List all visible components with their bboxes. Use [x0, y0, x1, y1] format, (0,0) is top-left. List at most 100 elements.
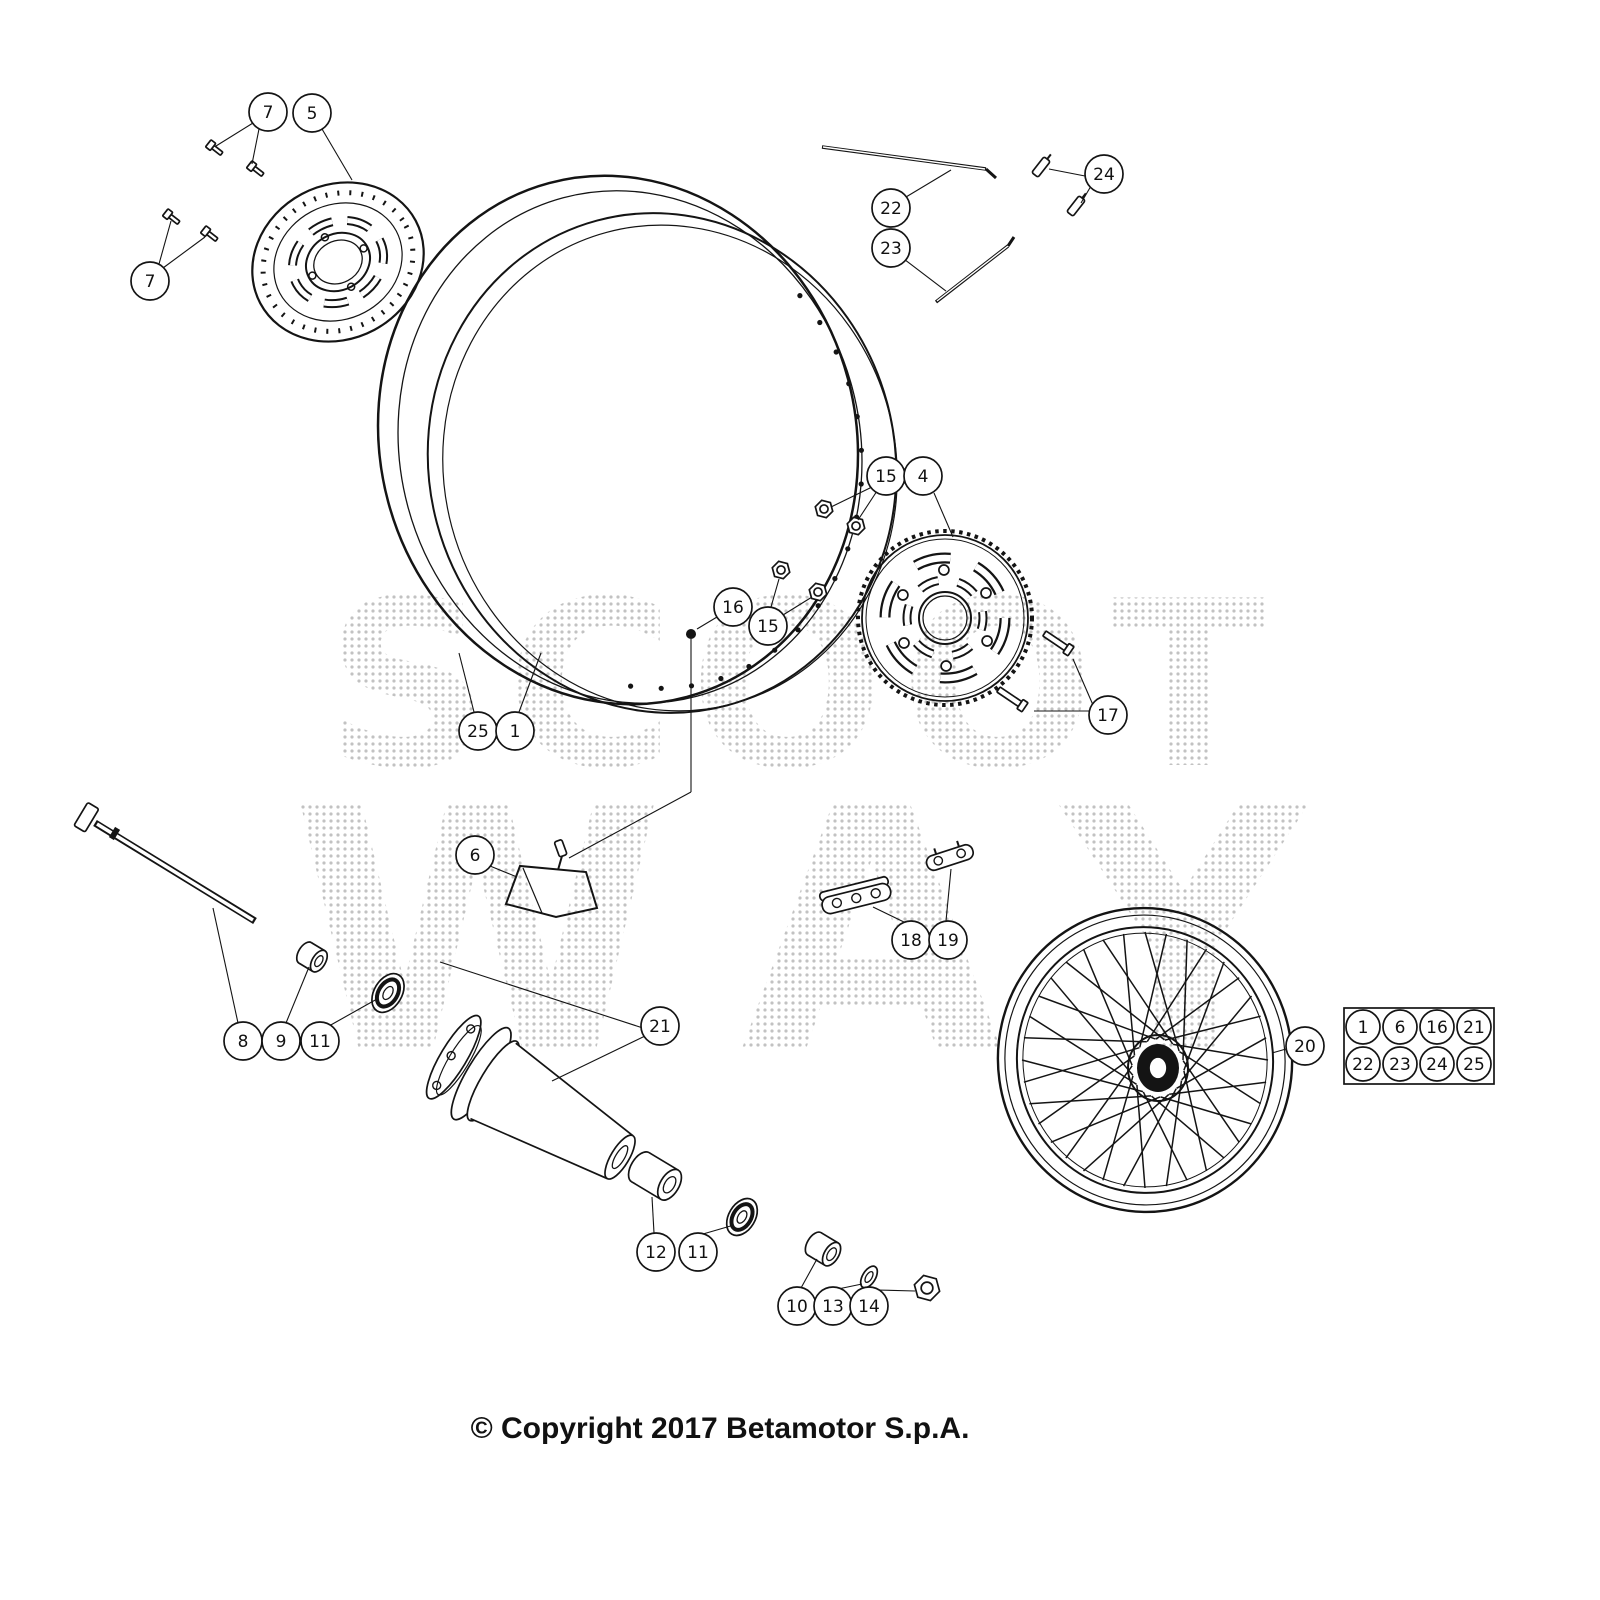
callout-13[interactable]: 13 [813, 1286, 853, 1326]
spacer-part [627, 1151, 683, 1201]
nut-icon [814, 499, 834, 519]
callout-7[interactable]: 7 [248, 92, 288, 132]
brake-disc-part [251, 181, 425, 343]
wheel-rim-part [376, 174, 898, 714]
svg-text:23: 23 [1389, 1055, 1411, 1075]
callout-19[interactable]: 19 [928, 920, 968, 960]
callout-15[interactable]: 15 [748, 606, 788, 646]
svg-text:14: 14 [858, 1297, 880, 1317]
bolt-icon [996, 686, 1029, 713]
svg-text:10: 10 [786, 1297, 808, 1317]
svg-text:22: 22 [880, 199, 902, 219]
callout-24[interactable]: 24 [1084, 154, 1124, 194]
svg-text:15: 15 [757, 617, 779, 637]
callout-18[interactable]: 18 [891, 920, 931, 960]
spacer-part [804, 1231, 842, 1267]
svg-text:25: 25 [1463, 1055, 1485, 1075]
spoke-23-part [934, 236, 1016, 304]
spoke-nipple-icon [1031, 153, 1052, 178]
bolt-icon [246, 160, 265, 177]
svg-text:16: 16 [1426, 1018, 1448, 1038]
callout-10[interactable]: 10 [777, 1286, 817, 1326]
callout-9[interactable]: 9 [261, 1021, 301, 1061]
svg-text:17: 17 [1097, 706, 1119, 726]
callout-22[interactable]: 22 [871, 188, 911, 228]
bolt-icon [162, 208, 181, 225]
callout-6[interactable]: 6 [455, 835, 495, 875]
callout-17[interactable]: 17 [1088, 695, 1128, 735]
callout-1[interactable]: 1 [495, 711, 535, 751]
bolt-icon [1042, 630, 1075, 657]
svg-text:4: 4 [918, 467, 929, 487]
axle-part [73, 802, 257, 924]
svg-text:7: 7 [145, 272, 156, 292]
callout-15[interactable]: 15 [866, 456, 906, 496]
svg-text:11: 11 [687, 1243, 709, 1263]
svg-text:15: 15 [875, 467, 897, 487]
legend-item-25[interactable]: 25 [1456, 1046, 1492, 1082]
legend-item-22[interactable]: 22 [1345, 1046, 1381, 1082]
svg-text:22: 22 [1352, 1055, 1374, 1075]
svg-text:13: 13 [822, 1297, 844, 1317]
sprocket-part [856, 529, 1034, 707]
svg-text:11: 11 [309, 1032, 331, 1052]
bearing-part [725, 1197, 759, 1237]
hardware-parts [162, 139, 1075, 1302]
legend-item-23[interactable]: 23 [1382, 1046, 1418, 1082]
callout-12[interactable]: 12 [636, 1232, 676, 1272]
hub-part [425, 1014, 636, 1180]
leader-lines [158, 122, 1287, 1292]
svg-text:7: 7 [263, 103, 274, 123]
svg-text:21: 21 [1463, 1018, 1485, 1038]
legend-item-6[interactable]: 6 [1382, 1009, 1418, 1045]
callout-23[interactable]: 23 [871, 228, 911, 268]
nut-icon [846, 516, 866, 536]
svg-text:8: 8 [238, 1032, 249, 1052]
bolt-icon [205, 139, 224, 156]
svg-text:12: 12 [645, 1243, 667, 1263]
svg-text:20: 20 [1294, 1037, 1316, 1057]
legend-item-24[interactable]: 24 [1419, 1046, 1455, 1082]
svg-text:23: 23 [880, 239, 902, 259]
chain-link-part [818, 876, 892, 915]
callout-11[interactable]: 11 [678, 1232, 718, 1272]
svg-text:19: 19 [937, 931, 959, 951]
nut-icon [913, 1274, 941, 1302]
spoke-22-part [821, 145, 998, 180]
svg-text:9: 9 [276, 1032, 287, 1052]
callout-8[interactable]: 8 [223, 1021, 263, 1061]
legend-item-21[interactable]: 21 [1456, 1009, 1492, 1045]
callout-7[interactable]: 7 [130, 261, 170, 301]
svg-text:24: 24 [1093, 165, 1115, 185]
svg-text:18: 18 [900, 931, 922, 951]
svg-text:24: 24 [1426, 1055, 1448, 1075]
svg-text:25: 25 [467, 722, 489, 742]
chain-clip-part [925, 840, 975, 872]
legend-item-16[interactable]: 16 [1419, 1009, 1455, 1045]
callout-21[interactable]: 21 [640, 1006, 680, 1046]
callout-20[interactable]: 20 [1285, 1026, 1325, 1066]
wheel-spokes [1021, 931, 1269, 1189]
callout-16[interactable]: 16 [713, 587, 753, 627]
svg-text:1: 1 [510, 722, 521, 742]
rim-lock-part [504, 839, 599, 919]
copyright-text: © Copyright 2017 Betamotor S.p.A. [470, 1412, 970, 1445]
legend-item-1[interactable]: 1 [1345, 1009, 1381, 1045]
callout-5[interactable]: 5 [292, 93, 332, 133]
spoke-nipple-icon [1066, 192, 1087, 217]
callout-4[interactable]: 4 [903, 456, 943, 496]
bearing-part [371, 972, 405, 1014]
nut-icon [808, 582, 828, 602]
svg-text:16: 16 [722, 598, 744, 618]
svg-text:5: 5 [307, 104, 318, 124]
bolt-icon [200, 225, 219, 242]
callout-11[interactable]: 11 [300, 1021, 340, 1061]
svg-text:1: 1 [1358, 1018, 1369, 1038]
callout-25[interactable]: 25 [458, 711, 498, 751]
callout-14[interactable]: 14 [849, 1286, 889, 1326]
svg-text:6: 6 [470, 846, 481, 866]
